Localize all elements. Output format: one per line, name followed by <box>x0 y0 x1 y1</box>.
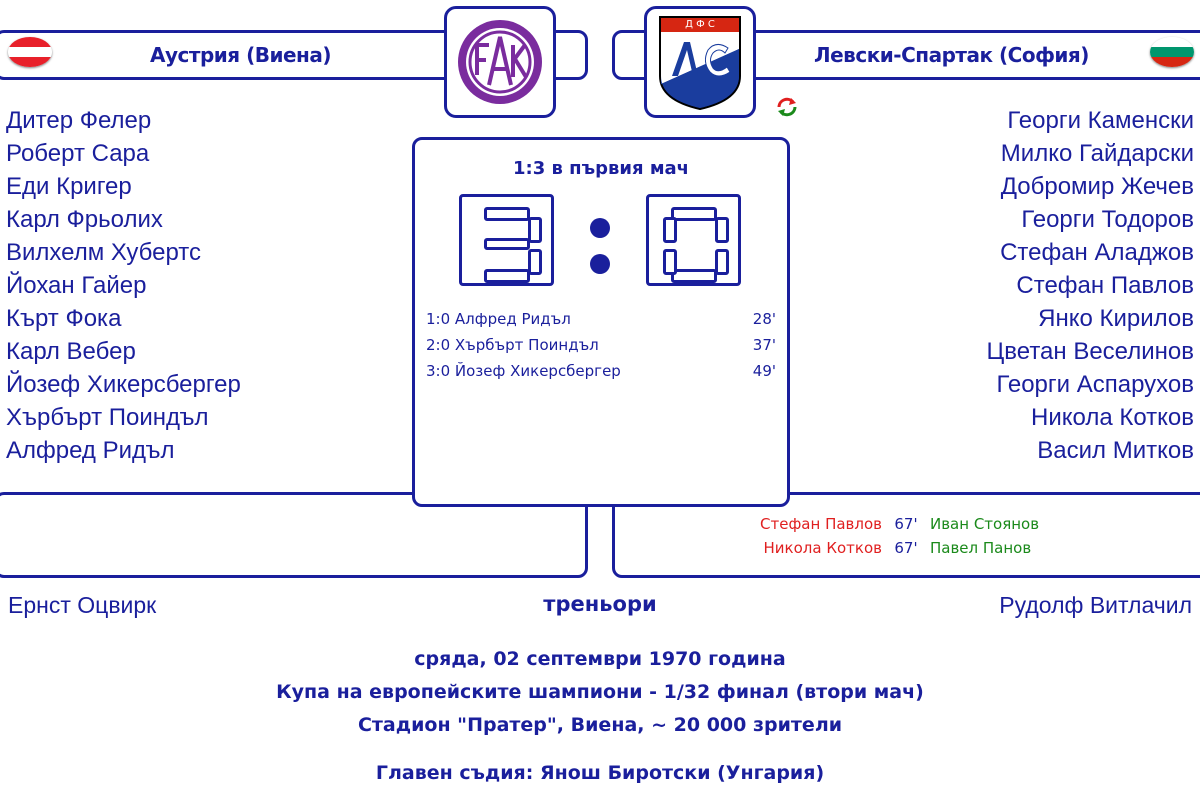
digit-segment <box>528 217 542 243</box>
away-player[interactable]: Никола Котков <box>1030 404 1194 431</box>
first-leg-result: 1:3 в първия мач <box>512 158 690 179</box>
digit-segment <box>484 238 530 250</box>
digit-segment <box>671 269 717 283</box>
home-player[interactable]: Еди Кригер <box>6 173 132 200</box>
home-score-digit: 3 <box>459 194 554 286</box>
home-player[interactable]: Алфред Ридъл <box>6 437 175 464</box>
bulgaria-flag-icon <box>1150 37 1194 67</box>
substitution-minute: 67' <box>894 515 918 533</box>
goals-list: 1:0 Алфред Ридъл 28' 2:0 Хърбърт Поиндъл… <box>426 306 776 384</box>
player-out[interactable]: Никола Котков <box>763 539 882 557</box>
home-player[interactable]: Йозеф Хикерсбергер <box>6 371 241 398</box>
digit-segment <box>484 269 530 283</box>
away-team-name[interactable]: Левски-Спартак (София) <box>814 43 1089 67</box>
digit-segment <box>671 207 717 221</box>
away-player[interactable]: Милко Гайдарски <box>1000 140 1194 167</box>
home-player[interactable]: Кърт Фока <box>6 305 122 332</box>
away-player[interactable]: Георги Тодоров <box>1021 206 1194 233</box>
match-stadium: Стадион "Пратер", Виена, ~ 20 000 зрител… <box>357 714 843 736</box>
away-player[interactable]: Васил Митков <box>1037 437 1194 464</box>
coaches-label: треньори <box>543 592 657 616</box>
goal-text[interactable]: 3:0 Йозеф Хикерсбергер <box>426 362 621 380</box>
goal-text[interactable]: 2:0 Хърбърт Поиндъл <box>426 336 599 354</box>
away-player[interactable]: Стефан Павлов <box>1016 272 1194 299</box>
digit-segment <box>484 207 530 221</box>
goal-text[interactable]: 1:0 Алфред Ридъл <box>426 310 571 328</box>
away-logo-top-text: Д Ф С <box>685 19 715 30</box>
home-player[interactable]: Вилхелм Хубертс <box>6 239 201 266</box>
home-player[interactable]: Йохан Гайер <box>6 272 147 299</box>
player-in[interactable]: Иван Стоянов <box>930 515 1040 533</box>
goal-minute: 49' <box>752 362 776 380</box>
player-in[interactable]: Павел Панов <box>930 539 1032 557</box>
away-player[interactable]: Стефан Аладжов <box>1000 239 1194 266</box>
substitution-row: Стефан Павлов 67' Иван Стоянов <box>630 512 1190 536</box>
digit-segment <box>663 217 677 243</box>
home-player[interactable]: Хърбърт Поиндъл <box>6 404 209 431</box>
home-player[interactable]: Роберт Сара <box>6 140 150 167</box>
goal-row: 1:0 Алфред Ридъл 28' <box>426 306 776 332</box>
goal-minute: 28' <box>752 310 776 328</box>
digit-segment <box>715 249 729 275</box>
goal-row: 2:0 Хърбърт Поиндъл 37' <box>426 332 776 358</box>
away-player[interactable]: Георги Аспарухов <box>996 371 1194 398</box>
match-referee: Главен съдия: Янош Биротски (Унгария) <box>375 762 825 784</box>
away-score-digit: 0 <box>646 194 741 286</box>
digit-segment <box>528 249 542 275</box>
goal-row: 3:0 Йозеф Хикерсбергер 49' <box>426 358 776 384</box>
home-team-name[interactable]: Аустрия (Виена) <box>150 43 332 67</box>
substitution-minute: 67' <box>894 539 918 557</box>
score-separator <box>590 218 610 274</box>
match-date: сряда, 02 септември 1970 година <box>414 648 786 670</box>
digit-segment <box>663 249 677 275</box>
substitution-row: Никола Котков 67' Павел Панов <box>630 536 1190 560</box>
home-club-logo[interactable] <box>455 17 545 107</box>
austria-flag-icon <box>8 37 52 67</box>
player-out[interactable]: Стефан Павлов <box>760 515 882 533</box>
away-substitutions: Стефан Павлов 67' Иван Стоянов Никола Котк… <box>630 512 1190 560</box>
away-player[interactable]: Добромир Жечев <box>1000 173 1194 200</box>
home-coach[interactable]: Ернст Оцвирк <box>8 592 157 618</box>
away-club-logo[interactable]: Д Ф С <box>656 14 744 112</box>
digit-segment <box>715 217 729 243</box>
away-player[interactable]: Георги Каменски <box>1007 107 1194 134</box>
home-lineup: Дитер Фелер Роберт Сара Еди Кригер Карл … <box>6 104 241 467</box>
away-lineup: Георги Каменски Милко Гайдарски Добромир… <box>987 104 1194 467</box>
away-player[interactable]: Янко Кирилов <box>1038 305 1194 332</box>
home-player[interactable]: Дитер Фелер <box>6 107 152 134</box>
substitution-icon <box>775 95 799 119</box>
away-player[interactable]: Цветан Веселинов <box>986 338 1194 365</box>
home-player[interactable]: Карл Фрьолих <box>6 206 163 233</box>
home-player[interactable]: Карл Вебер <box>6 338 136 365</box>
match-competition: Купа на европейските шампиони - 1/32 фин… <box>276 681 924 703</box>
away-coach[interactable]: Рудолф Витлачил <box>999 592 1192 618</box>
goal-minute: 37' <box>752 336 776 354</box>
